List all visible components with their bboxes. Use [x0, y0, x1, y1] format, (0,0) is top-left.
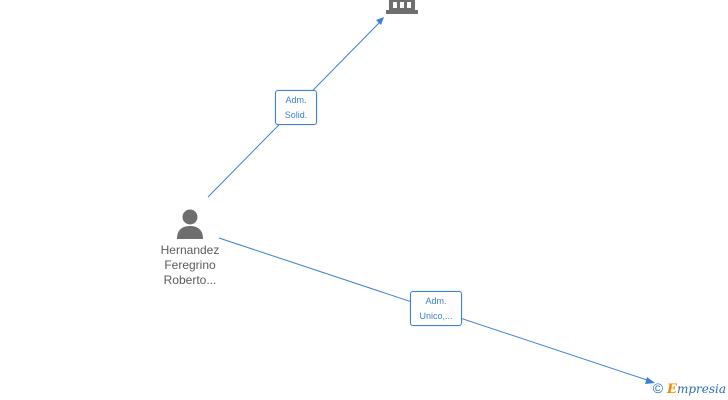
edge-label-line-1: Adm.: [285, 95, 307, 105]
building-icon: [386, 0, 418, 14]
edge-label-line-1: Adm.: [425, 296, 447, 306]
person-name-line-2: Feregrino: [164, 258, 216, 272]
person-node[interactable]: Hernandez Feregrino Roberto...: [150, 208, 230, 288]
person-icon: [177, 209, 203, 239]
edge-label-adm-solid[interactable]: Adm. Solid.: [275, 90, 317, 125]
brand-initial: E: [667, 382, 677, 397]
arrowhead-logo: [645, 377, 655, 384]
edge-label-line-2: Solid.: [284, 110, 308, 120]
empresia-logo[interactable]: ©Empresia: [653, 380, 726, 397]
person-name-line-3: Roberto...: [163, 273, 217, 287]
copyright-icon: ©: [652, 380, 664, 396]
company-node[interactable]: [386, 0, 420, 19]
edge-label-line-2: Unico,...: [419, 311, 453, 321]
brand-name: mpresia: [676, 382, 726, 396]
person-name: Hernandez Feregrino Roberto...: [150, 243, 230, 288]
arrowhead-company: [376, 17, 384, 25]
person-name-line-1: Hernandez: [160, 243, 220, 257]
edge-label-adm-unico[interactable]: Adm. Unico,...: [410, 291, 462, 326]
